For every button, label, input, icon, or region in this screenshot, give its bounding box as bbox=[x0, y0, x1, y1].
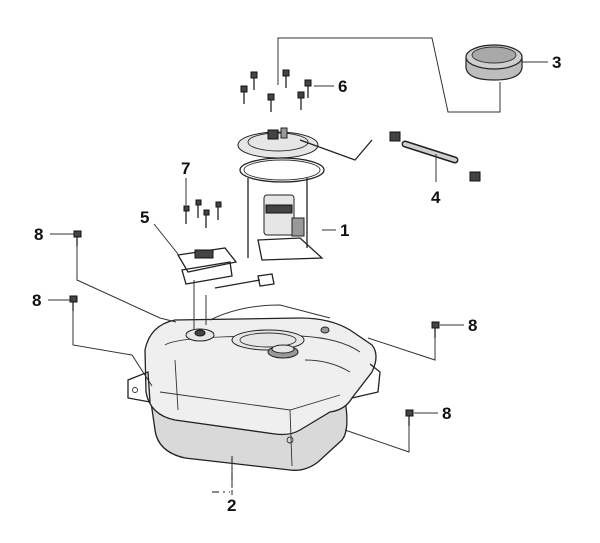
tank-cap bbox=[465, 44, 548, 81]
callout-fuel-hose: 4 bbox=[431, 188, 441, 207]
pump-bolts bbox=[240, 69, 334, 112]
callout-tank-cap: 3 bbox=[552, 53, 561, 72]
callout-level-sensor: 5 bbox=[140, 208, 149, 227]
tank-mount-bolts bbox=[48, 230, 464, 426]
fuel-hose bbox=[389, 131, 481, 182]
callout-bolt-mid-left: 8 bbox=[32, 291, 41, 310]
callout-fuel-pump: 1 bbox=[340, 221, 349, 240]
callout-sensor-bolts: 7 bbox=[181, 159, 190, 178]
sensor-screws bbox=[183, 199, 222, 228]
callout-pump-bolts: 6 bbox=[338, 77, 347, 96]
callout-bolt-right-upper: 8 bbox=[468, 316, 477, 335]
reference-lines bbox=[72, 246, 436, 453]
cap-reference-line bbox=[277, 37, 501, 113]
fuel-tank bbox=[127, 317, 381, 495]
callout-bolt-upper-left: 8 bbox=[34, 225, 43, 244]
fuel-pump bbox=[237, 127, 373, 261]
callout-fuel-tank: 2 bbox=[227, 496, 236, 515]
fuel-level-sensor bbox=[153, 178, 275, 289]
callout-bolt-right-lower: 8 bbox=[442, 404, 451, 423]
